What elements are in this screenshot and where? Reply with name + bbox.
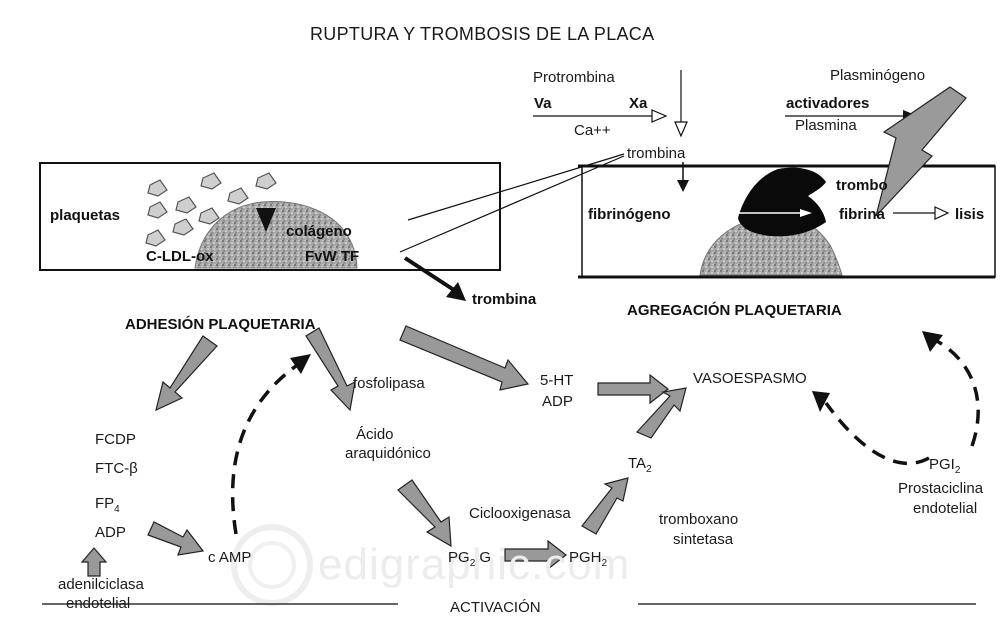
label-activacion: ACTIVACIÓN xyxy=(450,599,541,616)
label-fp4: FP4 xyxy=(95,496,120,515)
ta-text: TA xyxy=(628,455,647,472)
left-plaque xyxy=(194,201,358,269)
left-vessel xyxy=(39,162,501,271)
label-acido: Ácido xyxy=(356,426,394,443)
pg-text: PG xyxy=(448,549,470,566)
label-araquidonico: araquidónico xyxy=(345,445,431,462)
label-endotelial-left: endotelial xyxy=(66,595,131,612)
label-colageno: colágeno xyxy=(286,223,352,240)
label-lisis: lisis xyxy=(955,206,985,223)
label-camp: c AMP xyxy=(208,549,252,566)
label-tromboxano: tromboxano xyxy=(659,511,739,528)
label-ftc: FTC-β xyxy=(95,460,138,477)
label-ca: Ca++ xyxy=(574,122,611,139)
label-plasmina: Plasmina xyxy=(795,117,857,134)
label-vasoespasmo: VASOESPASMO xyxy=(693,370,807,387)
label-endotelial-right: endotelial xyxy=(913,500,978,517)
label-pgh2: PGH2 xyxy=(569,550,607,569)
right-vessel xyxy=(581,165,996,278)
label-va: Va xyxy=(534,95,552,112)
thrombus xyxy=(738,167,826,237)
pg-subscript: 2 xyxy=(469,558,476,569)
label-cldl: C-LDL-ox xyxy=(146,248,214,265)
platelets xyxy=(145,172,277,247)
fp-text: FP xyxy=(95,495,115,512)
label-fosfolipasa: fosfolipasa xyxy=(353,375,425,392)
label-pgi2: PGI2 xyxy=(929,457,960,476)
pgh-text: PGH xyxy=(569,549,602,566)
label-plaquetas: plaquetas xyxy=(50,207,121,224)
label-ta2: TA2 xyxy=(628,456,652,475)
watermark-logo xyxy=(231,524,313,606)
pgi-subscript: 2 xyxy=(954,465,961,476)
label-adp-mid: ADP xyxy=(542,393,573,410)
label-adp-left: ADP xyxy=(95,524,126,541)
watermark: edigraphic.com xyxy=(318,540,631,589)
label-activadores: activadores xyxy=(786,95,870,112)
pgi-text: PGI xyxy=(929,456,955,473)
label-trombina-out: trombina xyxy=(472,291,537,308)
pg-g-text: G xyxy=(475,549,492,566)
label-sintetasa: sintetasa xyxy=(673,531,734,548)
label-plasminogeno: Plasminógeno xyxy=(830,67,926,84)
dashed-arrows xyxy=(230,338,980,535)
label-fvw: FvW TF xyxy=(305,248,360,265)
label-agregacion: AGREGACIÓN PLAQUETARIA xyxy=(627,302,842,319)
label-trombo: trombo xyxy=(836,177,888,194)
label-adhesion: ADHESIÓN PLAQUETARIA xyxy=(125,316,316,333)
diagram-title: RUPTURA Y TROMBOSIS DE LA PLACA xyxy=(310,24,655,44)
label-protrombina: Protrombina xyxy=(533,69,615,86)
gray-block-arrows xyxy=(80,325,687,577)
label-ciclooxigenasa: Ciclooxigenasa xyxy=(469,505,571,522)
pgh-subscript: 2 xyxy=(601,558,608,569)
label-prostaciclina: Prostaciclina xyxy=(898,480,984,497)
label-xa: Xa xyxy=(629,95,648,112)
triangle-marker xyxy=(256,208,276,232)
label-fibrinogeno: fibrinógeno xyxy=(588,206,671,223)
plasmin-lightning-arrow xyxy=(875,86,967,217)
label-fibrina: fibrina xyxy=(839,206,885,223)
label-adenilciclasa: adenilciclasa xyxy=(58,576,144,593)
label-pg2g: PG2 G xyxy=(448,550,491,569)
label-fcdp: FCDP xyxy=(95,431,136,448)
label-5ht: 5-HT xyxy=(540,372,574,389)
fp-subscript: 4 xyxy=(114,504,120,515)
label-trombina-top: trombina xyxy=(627,145,686,162)
ta-subscript: 2 xyxy=(646,464,652,475)
